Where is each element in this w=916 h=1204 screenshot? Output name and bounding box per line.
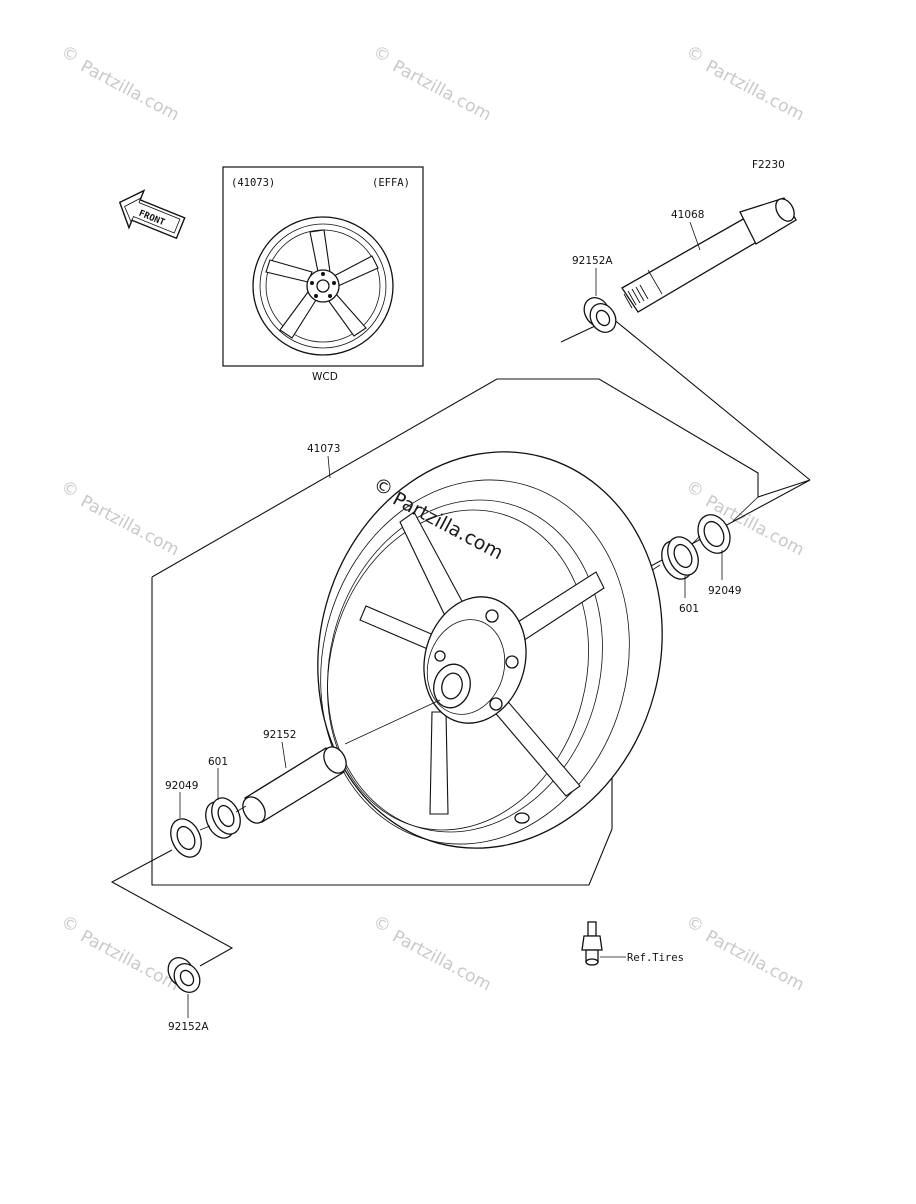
watermark-symbol: © — [58, 477, 82, 503]
watermark-text: Partzilla.com — [702, 927, 807, 996]
front-arrow-icon: FRONT — [118, 189, 186, 240]
front-wheel-41073 — [317, 451, 663, 849]
collar-92152A-bottom — [167, 957, 201, 993]
diagram-code: F2230 — [752, 159, 785, 171]
watermark-text: Partzilla.com — [77, 492, 182, 561]
watermark-symbol: © — [370, 42, 394, 68]
watermark-symbol: © — [58, 42, 82, 68]
label-valve-ref: Ref.Tires — [627, 952, 684, 964]
inset-ref: (41073) — [231, 177, 275, 189]
watermark-symbol: © — [370, 912, 394, 938]
label-spacer: 92152 — [263, 729, 296, 741]
watermark-symbol: © — [683, 912, 707, 938]
watermark-symbol: © — [683, 42, 707, 68]
inset-caption: WCD — [312, 371, 338, 383]
inset-wheel-icon — [252, 216, 394, 356]
spacer-92152 — [242, 746, 347, 824]
oil-seal-92049-right — [697, 514, 731, 554]
bearing-601-left — [205, 797, 241, 839]
watermark-text: Partzilla.com — [77, 57, 182, 126]
watermark-symbol: © — [683, 477, 707, 503]
axle-assembly-line — [560, 317, 811, 481]
label-seal-right: 92049 — [708, 585, 741, 597]
label-wheel: 41073 — [307, 443, 340, 455]
inset-variant: (EFFA) — [372, 177, 410, 189]
watermark-text: Partzilla.com — [389, 927, 494, 996]
watermark-text: Partzilla.com — [389, 57, 494, 126]
watermark-text: Partzilla.com — [702, 57, 807, 126]
front-axle-41068 — [621, 197, 797, 313]
watermark-text: Partzilla.com — [77, 927, 182, 996]
inset-wheel-panel: (41073) (EFFA) WCD — [222, 166, 424, 383]
label-bearing-right: 601 — [679, 603, 699, 615]
valve-stem-icon — [581, 921, 603, 966]
oil-seal-92049-left — [170, 818, 202, 858]
label-collar-top: 92152A — [572, 255, 613, 267]
collar-92152A-top — [583, 297, 617, 333]
label-bearing-left: 601 — [208, 756, 228, 768]
label-seal-left: 92049 — [165, 780, 198, 792]
bearing-601-right — [661, 536, 699, 580]
watermark-symbol: © — [58, 912, 82, 938]
collar-assembly-line — [110, 849, 234, 967]
label-collar-bottom: 92152A — [168, 1021, 209, 1033]
label-axle: 41068 — [671, 209, 704, 221]
